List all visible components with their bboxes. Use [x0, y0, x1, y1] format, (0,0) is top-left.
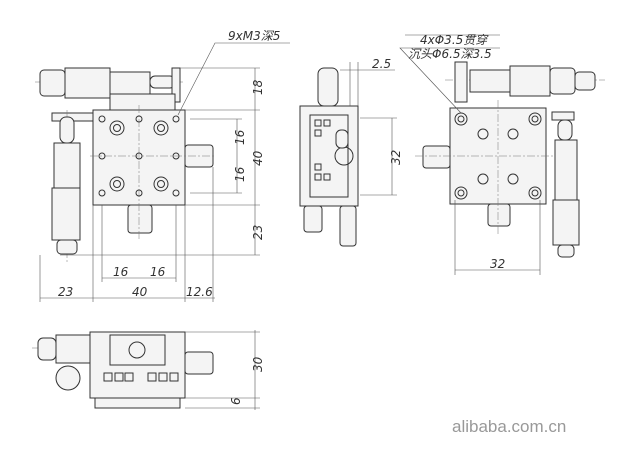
micrometer-thimble-top	[39, 69, 66, 97]
top-view: 9xM3深5 18 40 16 16 23 16 16 23 40 12.6	[35, 29, 290, 302]
dim-40-horizontal: 40	[132, 285, 148, 299]
side-view: 2.5 32	[299, 57, 403, 247]
tapped-holes	[98, 115, 180, 197]
stage-side	[299, 105, 359, 207]
counterbore-holes	[109, 120, 169, 192]
dim-32-vertical: 32	[389, 150, 403, 165]
dim-30: 30	[251, 356, 265, 372]
dim-12-6: 12.6	[186, 285, 213, 299]
dim-23-vertical: 23	[251, 225, 265, 240]
front-view: 30 6	[32, 330, 265, 410]
dim-32-horizontal: 32	[490, 257, 505, 271]
through-holes-callout: 4xΦ3.5贯穿	[420, 33, 489, 47]
counterbore-callout: 沉头Φ6.5深3.5	[408, 47, 492, 61]
micrometer-barrel-left	[53, 142, 81, 189]
dim-23-horizontal: 23	[58, 285, 73, 299]
dim-40-vertical: 40	[251, 150, 265, 166]
watermark: alibaba.com.cn	[452, 417, 566, 436]
dim-16-right: 16	[150, 265, 166, 279]
dim-2-5: 2.5	[372, 57, 391, 71]
dim-16-lower: 16	[233, 166, 247, 182]
dim-6: 6	[229, 397, 243, 405]
tapped-holes-callout: 9xM3深5	[228, 29, 280, 43]
through-holes	[454, 112, 542, 200]
dim-18: 18	[251, 79, 265, 95]
dim-16-upper: 16	[233, 129, 247, 145]
right-view: 4xΦ3.5贯穿 沉头Φ6.5深3.5 32	[399, 33, 605, 275]
dim-16-left: 16	[113, 265, 129, 279]
micrometer-barrel-top	[64, 67, 111, 99]
